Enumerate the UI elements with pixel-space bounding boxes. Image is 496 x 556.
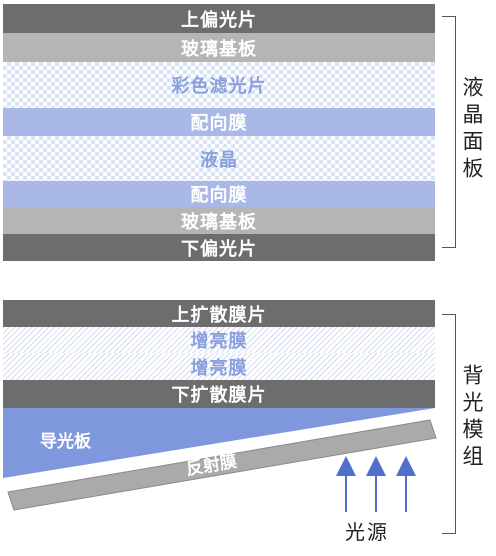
backlight-bracket — [442, 314, 456, 534]
backlight-label-text: 背光模组 — [460, 364, 484, 472]
reflector-film — [7, 419, 437, 511]
upper-diffuser: 上扩散膜片 — [3, 300, 435, 327]
light-source-label: 光源 — [345, 520, 389, 544]
lower-polarizer: 下偏光片 — [3, 234, 435, 261]
lcd-panel-label-text: 液晶面板 — [460, 76, 484, 184]
lower-diffuser: 下扩散膜片 — [3, 380, 435, 408]
glass-substrate-top: 玻璃基板 — [3, 33, 435, 62]
brightness-film-2: 增亮膜 — [3, 353, 435, 380]
upper-polarizer: 上偏光片 — [3, 4, 435, 33]
lcd-panel-bracket — [442, 16, 456, 248]
glass-substrate-bottom: 玻璃基板 — [3, 207, 435, 234]
color-filter: 彩色滤光片 — [3, 62, 435, 108]
brightness-film-1: 增亮膜 — [3, 327, 435, 353]
liquid-crystal: 液晶 — [3, 136, 435, 181]
alignment-film-top: 配向膜 — [3, 108, 435, 136]
light-guide-label: 导光板 — [40, 432, 91, 452]
alignment-film-bottom: 配向膜 — [3, 181, 435, 207]
lcd-panel-label: 液晶面板 — [458, 76, 486, 184]
backlight-label: 背光模组 — [458, 364, 486, 472]
light-guide-plate — [3, 408, 435, 478]
